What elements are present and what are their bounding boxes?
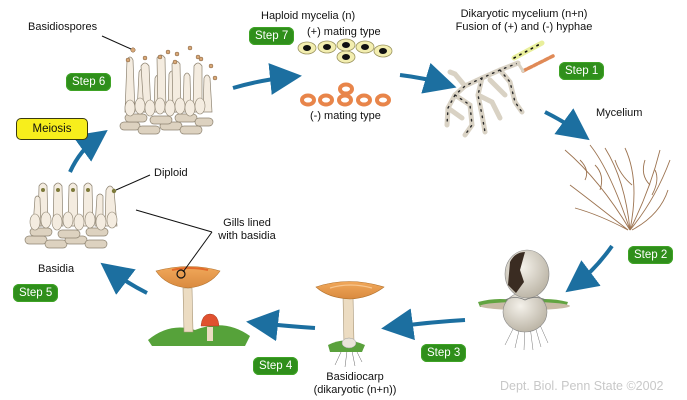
basidiocarp-line1: Basidiocarp: [326, 371, 384, 383]
cycle-arrows: [68, 62, 614, 342]
dikaryotic-mycelium-line1: Dikaryotic mycelium (n+n): [460, 8, 588, 20]
minus-mating-type-label: (-) mating type: [310, 110, 381, 122]
step-2-badge: Step 2: [628, 246, 674, 264]
dikaryotic-mycelium-line2: Fusion of (+) and (-) hyphae: [455, 21, 593, 33]
basidiocarp-line2: (dikaryotic (n+n)): [313, 384, 397, 396]
mycelium-label: Mycelium: [596, 107, 643, 119]
credit-text: Dept. Biol. Penn State ©2002: [500, 379, 664, 393]
basidia-label: Basidia: [38, 263, 75, 275]
arrow-step7-to-step1: [399, 62, 457, 94]
basidiospores-illustration: [101, 35, 218, 135]
arrow-mycelium-to-step2: [565, 244, 614, 293]
diploid-label: Diploid: [154, 167, 188, 179]
gills-line1: Gills lined: [223, 217, 271, 229]
arrow-step5-to-meiosis: [68, 129, 108, 173]
dikaryotic-mycelium-illustration: [444, 40, 555, 138]
button-stage-illustration: [478, 249, 570, 351]
arrow-step2-to-step3: [381, 308, 466, 341]
step-1-badge: Step 1: [559, 62, 605, 80]
meiosis-badge: Meiosis: [16, 118, 88, 140]
arrow-step3-to-step4: [246, 309, 316, 342]
step-4-badge: Step 4: [253, 357, 299, 375]
mycelium-illustration: [564, 144, 671, 231]
basidiocarp-illustration: [315, 281, 385, 368]
haploid-mycelia-label: Haploid mycelia (n): [261, 10, 356, 22]
dikaryotic-mycelium-label: Dikaryotic mycelium (n+n) Fusion of (+) …: [444, 8, 604, 34]
arrow-step6-to-step7: [232, 63, 302, 95]
arrow-step1-to-mycelium: [544, 108, 590, 141]
gills-line2: with basidia: [218, 230, 276, 242]
gills-label: Gills lined with basidia: [212, 217, 282, 243]
step-6-badge: Step 6: [66, 73, 112, 91]
basidia-illustration: [24, 174, 213, 273]
step-5-badge: Step 5: [13, 284, 59, 302]
arrow-step4-to-step5: [100, 262, 148, 295]
mature-mushroom-illustration: [148, 266, 250, 346]
step-3-badge: Step 3: [421, 344, 467, 362]
minus-mating-cells: [300, 82, 391, 107]
basidiocarp-label: Basidiocarp (dikaryotic (n+n)): [300, 371, 410, 397]
plus-mating-type-label: (+) mating type: [307, 26, 381, 38]
step-7-badge: Step 7: [249, 27, 295, 45]
plus-mating-cells: [297, 38, 393, 64]
basidiospores-label: Basidiospores: [28, 21, 98, 33]
